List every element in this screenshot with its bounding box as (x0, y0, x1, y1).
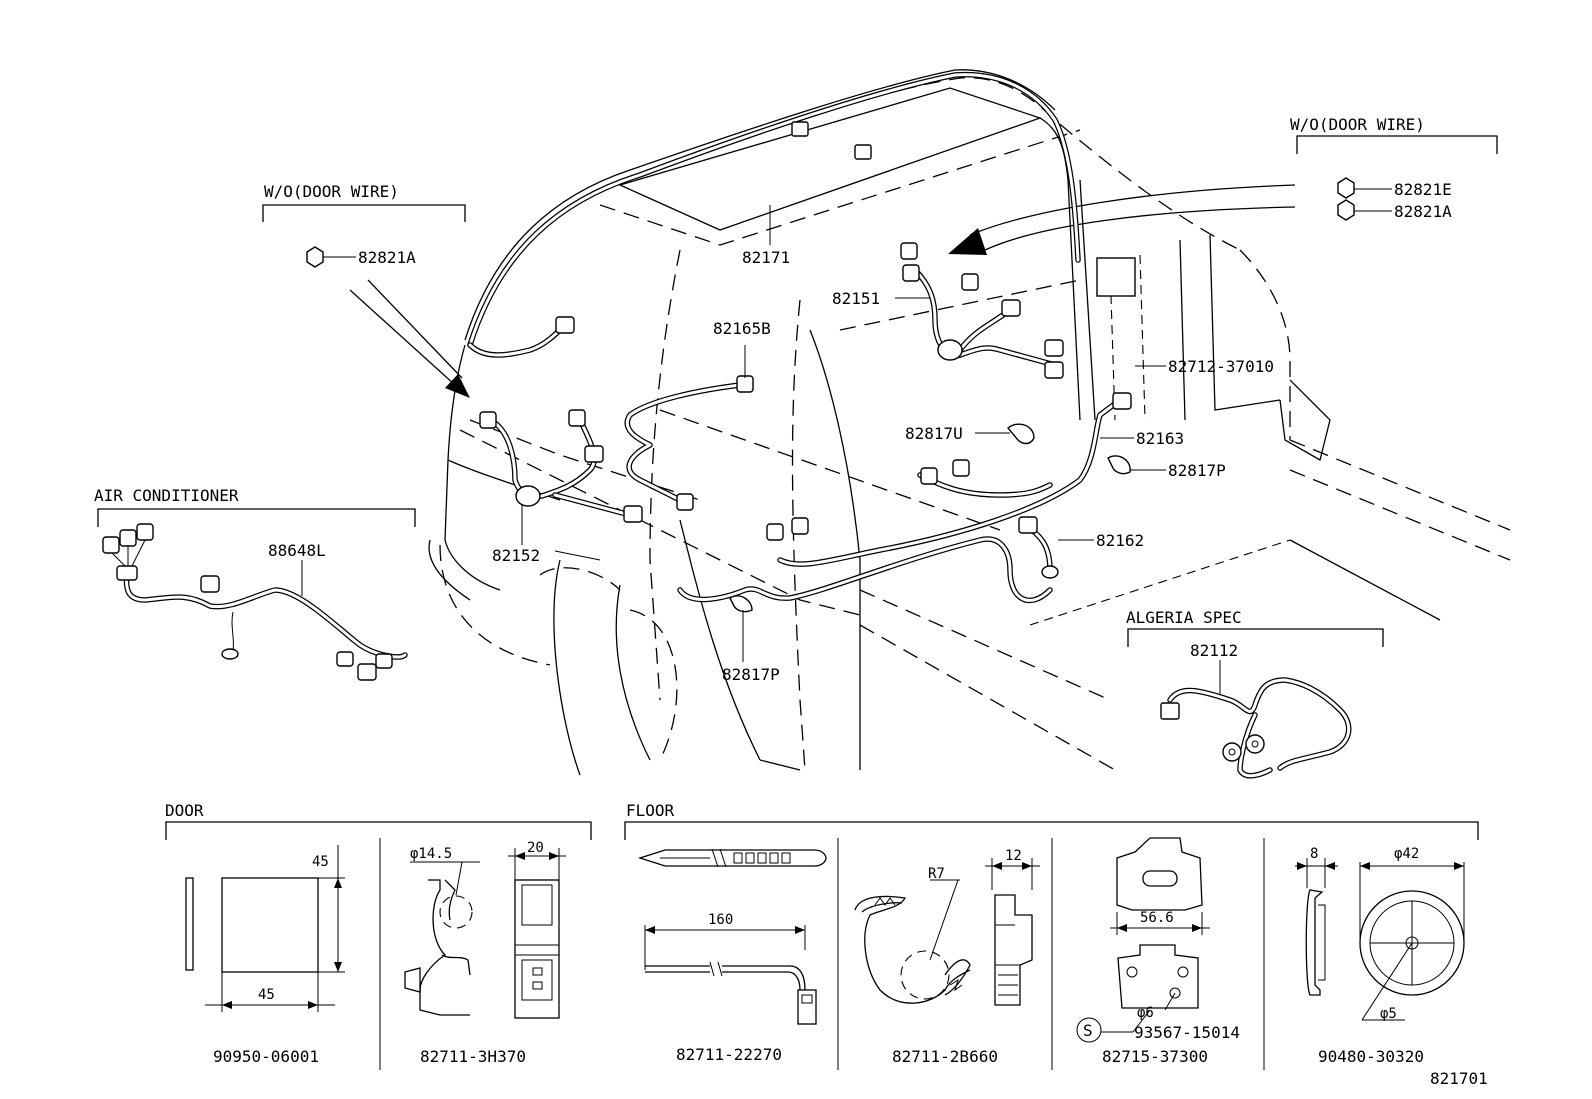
figure-number: 821701 (1430, 1069, 1488, 1088)
group-label-right-wo-door: W/O(DOOR WIRE) (1290, 115, 1425, 134)
group-label-floor: FLOOR (626, 801, 675, 820)
detail-dim-45-width: 45 (258, 987, 275, 1003)
part-label-82151: 82151 (832, 289, 880, 308)
detail-part-82711-2b660: 82711-2B660 (892, 1047, 998, 1066)
detail-separators (379, 838, 1265, 1070)
detail-dim-20: 20 (527, 840, 544, 856)
detail-screw-part-93567-15014: 93567-15014 (1134, 1023, 1240, 1042)
pointer-arrows (349, 184, 1296, 398)
detail-dim-phi-42: φ42 (1394, 846, 1419, 862)
detail-part-82711-3h370: 82711-3H370 (420, 1047, 526, 1066)
part-label-82712-37010: 82712-37010 (1168, 357, 1274, 376)
group-label-algeria-spec: ALGERIA SPEC (1126, 608, 1242, 627)
detail-part-90950-06001: 90950-06001 (213, 1047, 319, 1066)
part-label-82162: 82162 (1096, 531, 1144, 550)
part-label-82171: 82171 (742, 248, 790, 267)
detail-dim-phi-5: φ5 (1380, 1006, 1397, 1022)
detail-part-82711-22270: 82711-22270 (676, 1045, 782, 1064)
detail-90950-06001-pad (185, 845, 345, 1012)
detail-dim-12: 12 (1005, 848, 1022, 864)
part-label-82112: 82112 (1190, 641, 1238, 660)
detail-dim-phi-6: φ6 (1137, 1005, 1154, 1021)
detail-dim-phi-14-5: φ14.5 (410, 846, 452, 862)
detail-dim-56-6: 56.6 (1140, 910, 1174, 926)
part-label-82165b: 82165B (713, 319, 771, 338)
detail-dim-8: 8 (1310, 846, 1318, 862)
detail-screw-symbol-s: S (1083, 1021, 1093, 1040)
detail-dim-160: 160 (708, 912, 733, 928)
part-label-88648l: 88648L (268, 541, 326, 560)
detail-82711-2b660-clamp (854, 858, 1040, 1006)
vehicle-body-outline (428, 69, 1511, 776)
detail-part-82715-37300: 82715-37300 (1102, 1047, 1208, 1066)
part-label-82817p-bottom: 82817P (722, 665, 780, 684)
part-label-82821a-left: 82821A (358, 248, 416, 267)
detail-dim-r7: R7 (928, 866, 945, 882)
detail-82711-3h370-clamp (404, 848, 566, 1019)
group-label-left-wo-door: W/O(DOOR WIRE) (264, 182, 399, 201)
group-label-door: DOOR (165, 801, 204, 820)
detail-82715-37300-bracket (1076, 837, 1210, 1043)
part-label-82817u: 82817U (905, 424, 963, 443)
group-label-air-conditioner: AIR CONDITIONER (94, 486, 239, 505)
part-label-82821a-right: 82821A (1394, 202, 1452, 221)
detail-part-90480-30320: 90480-30320 (1318, 1047, 1424, 1066)
part-label-82817p-right: 82817P (1168, 461, 1226, 480)
detail-dim-45-height: 45 (312, 854, 329, 870)
detail-90480-30320-plug (1295, 858, 1465, 1021)
part-label-82163: 82163 (1136, 429, 1184, 448)
part-label-82152: 82152 (492, 546, 540, 565)
group-brackets (97, 135, 1498, 840)
air-conditioner-harness (102, 523, 408, 681)
detail-82711-22270-band (637, 848, 827, 1025)
wiring-harnesses (467, 71, 1123, 604)
harness-connectors (479, 121, 1136, 613)
algeria-spec-harness (1160, 677, 1352, 779)
leader-lines (301, 188, 1392, 695)
part-label-82821e: 82821E (1394, 180, 1452, 199)
spare-connector-icons (306, 177, 1355, 268)
